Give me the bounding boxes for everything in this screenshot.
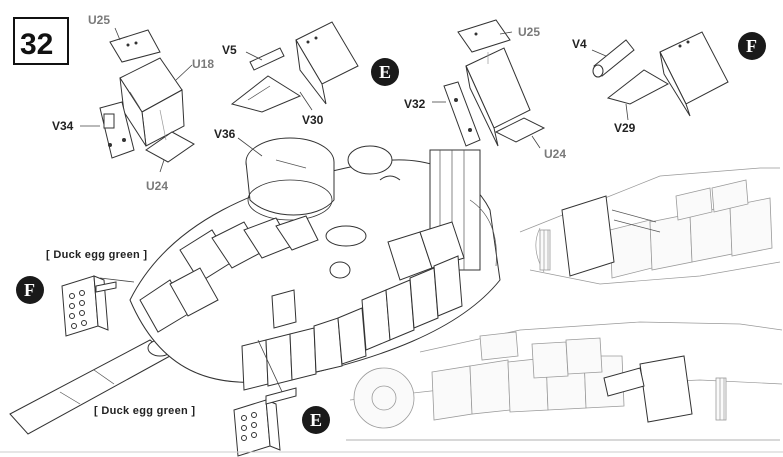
label-v5: V5 [222,43,237,57]
step-number-box: 32 [13,17,69,65]
color-note-lower: [ Duck egg green ] [94,405,195,417]
label-v30: V30 [302,113,324,127]
label-v32: V32 [404,97,426,111]
subassembly-v5-v30 [230,21,359,113]
subassembly-right [432,19,546,149]
svg-text:F: F [24,280,35,300]
label-u24-left: U24 [146,179,168,193]
callout-f-left: F [16,276,44,304]
label-v4: V4 [572,37,587,51]
turret-main [9,137,501,435]
era-brick-left [61,275,117,337]
era-blocks-upper [139,215,465,333]
label-u25-top: U25 [88,13,110,27]
hull-view-upper [519,167,781,285]
svg-text:F: F [746,36,757,56]
label-u18: U18 [192,57,214,71]
label-v29: V29 [614,121,636,135]
callout-e-bottom: E [302,406,330,434]
hull-view-lower [346,321,783,441]
label-v36: V36 [214,127,236,141]
svg-text:E: E [310,410,322,430]
label-u24-right: U24 [544,147,566,161]
era-brick-bottom [233,387,297,457]
era-blocks-lower [241,255,463,391]
svg-text:E: E [379,62,391,82]
label-v34: V34 [52,119,74,133]
subassembly-left [80,27,195,173]
callout-f-top: F [738,32,766,60]
label-u25-right: U25 [518,25,540,39]
step-number: 32 [20,28,53,61]
callout-e-top: E [371,58,399,86]
subassembly-v4-v29 [591,31,729,121]
color-note-upper: [ Duck egg green ] [46,249,147,261]
